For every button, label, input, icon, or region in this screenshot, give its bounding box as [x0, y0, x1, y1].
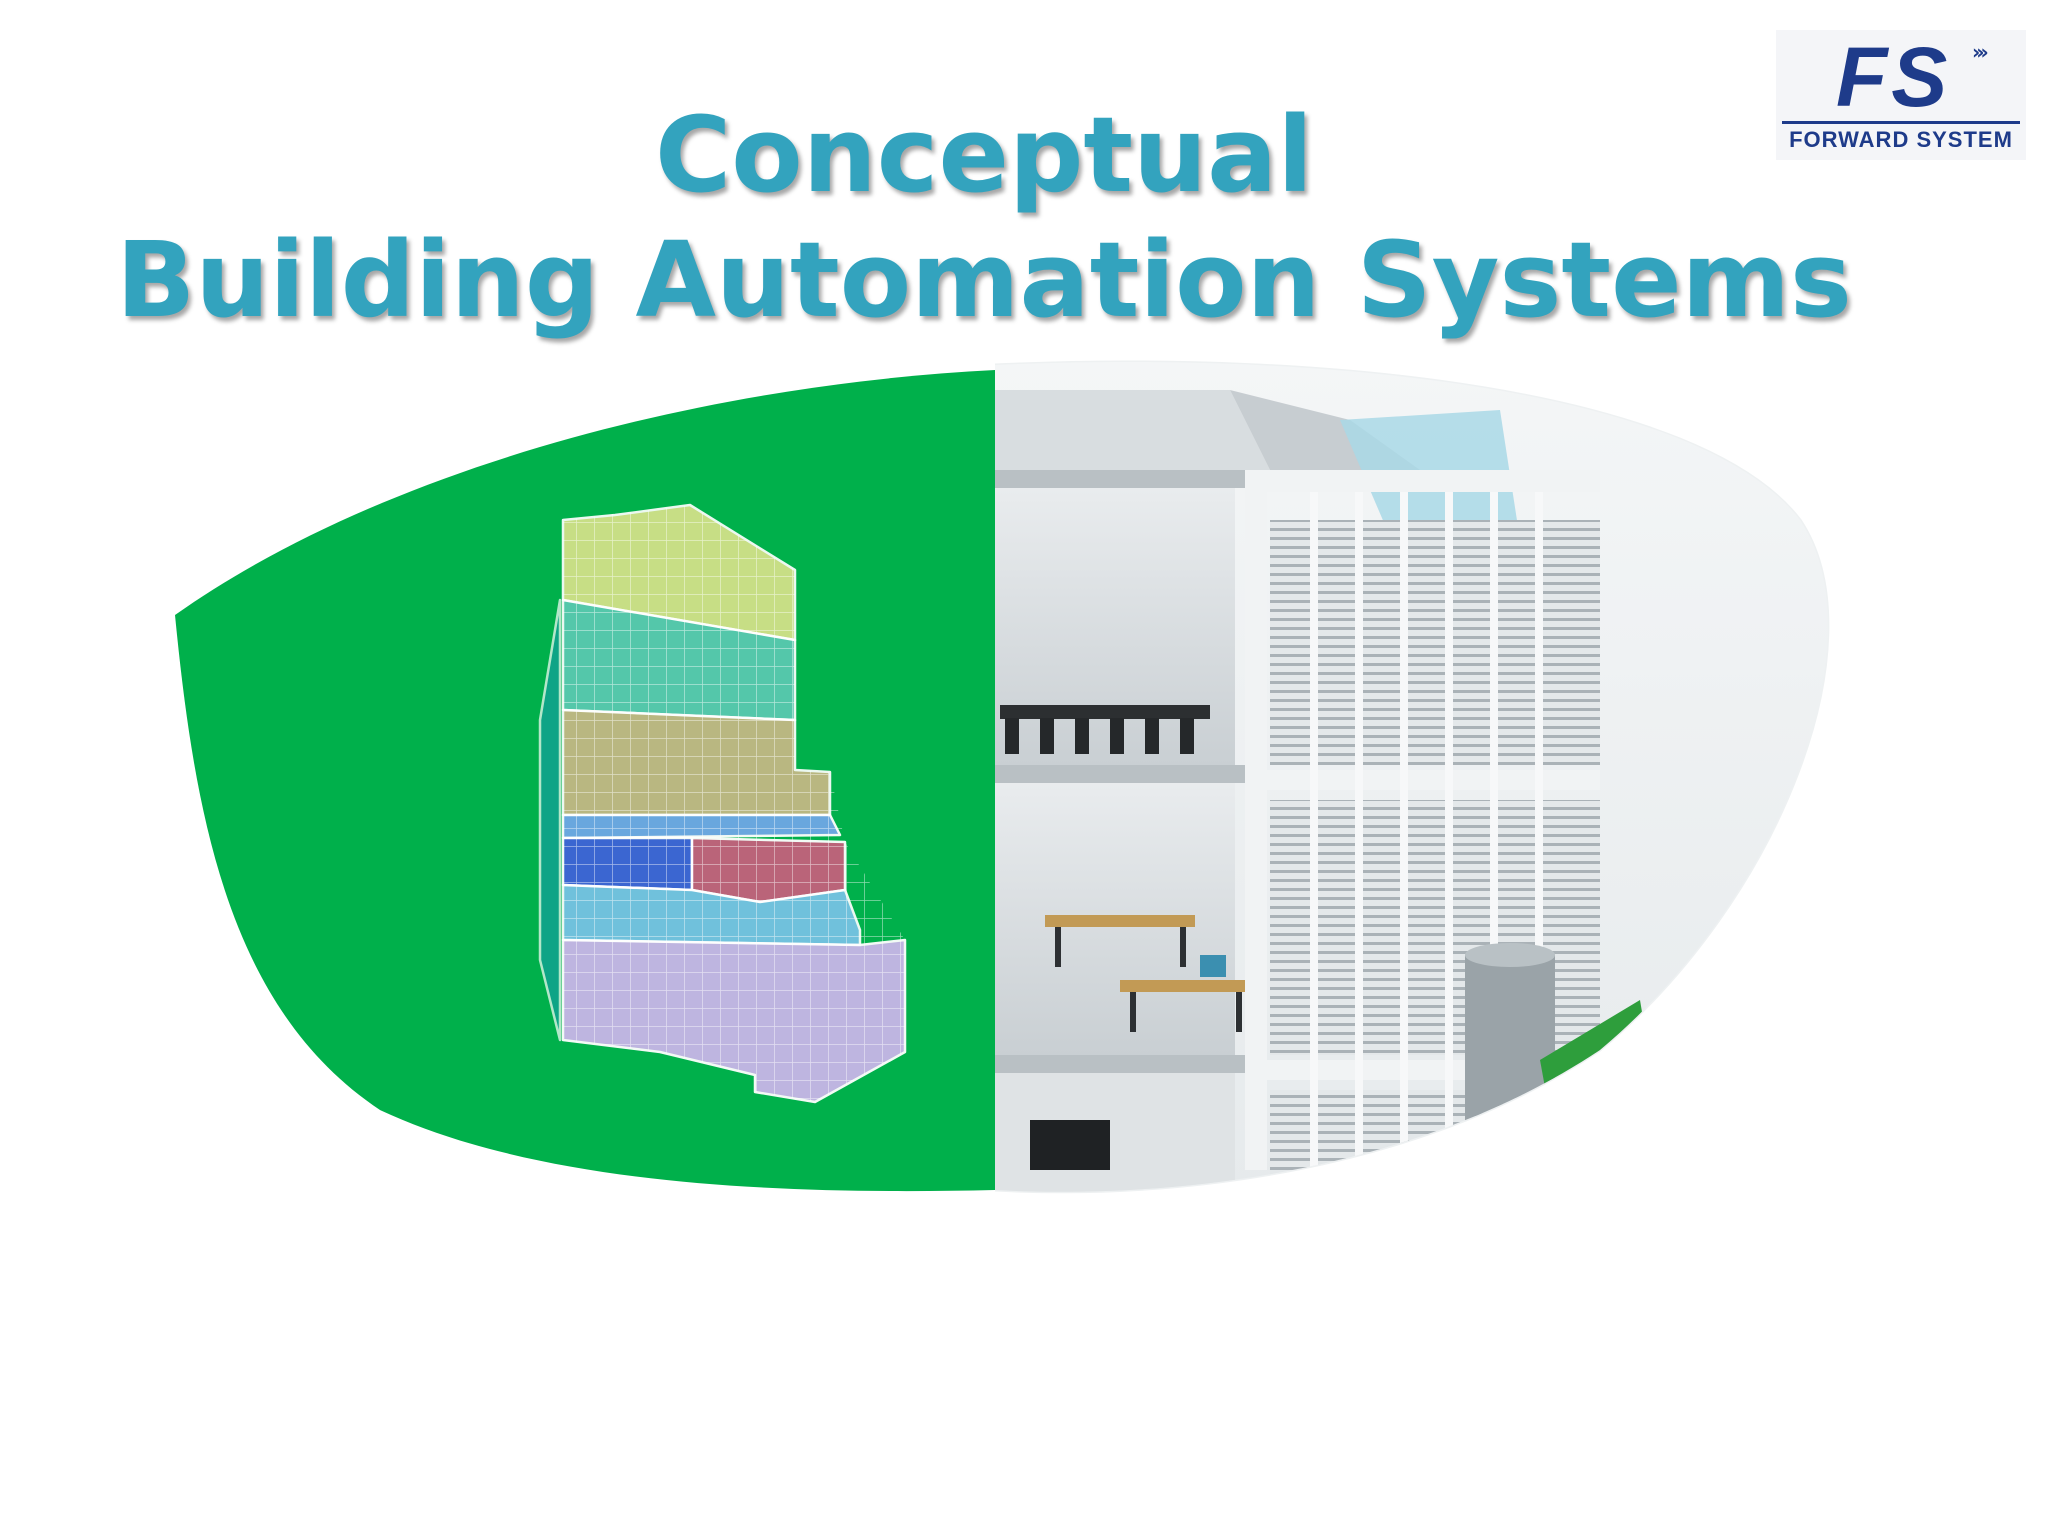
- logo-arrows-icon: ›››: [1972, 40, 1989, 64]
- office-building-cutaway: [995, 362, 1828, 1192]
- company-logo: FS ››› FORWARD SYSTEM: [1776, 30, 2026, 160]
- slide-title-line1: Conceptual: [654, 94, 1314, 216]
- logo-mark: FS: [1836, 30, 1952, 124]
- logo-name: FORWARD SYSTEM: [1789, 127, 2013, 152]
- slide-title-line2: Building Automation Systems: [116, 219, 1852, 341]
- logo-divider: [1782, 121, 2020, 124]
- conceptual-building-model: [538, 503, 907, 1104]
